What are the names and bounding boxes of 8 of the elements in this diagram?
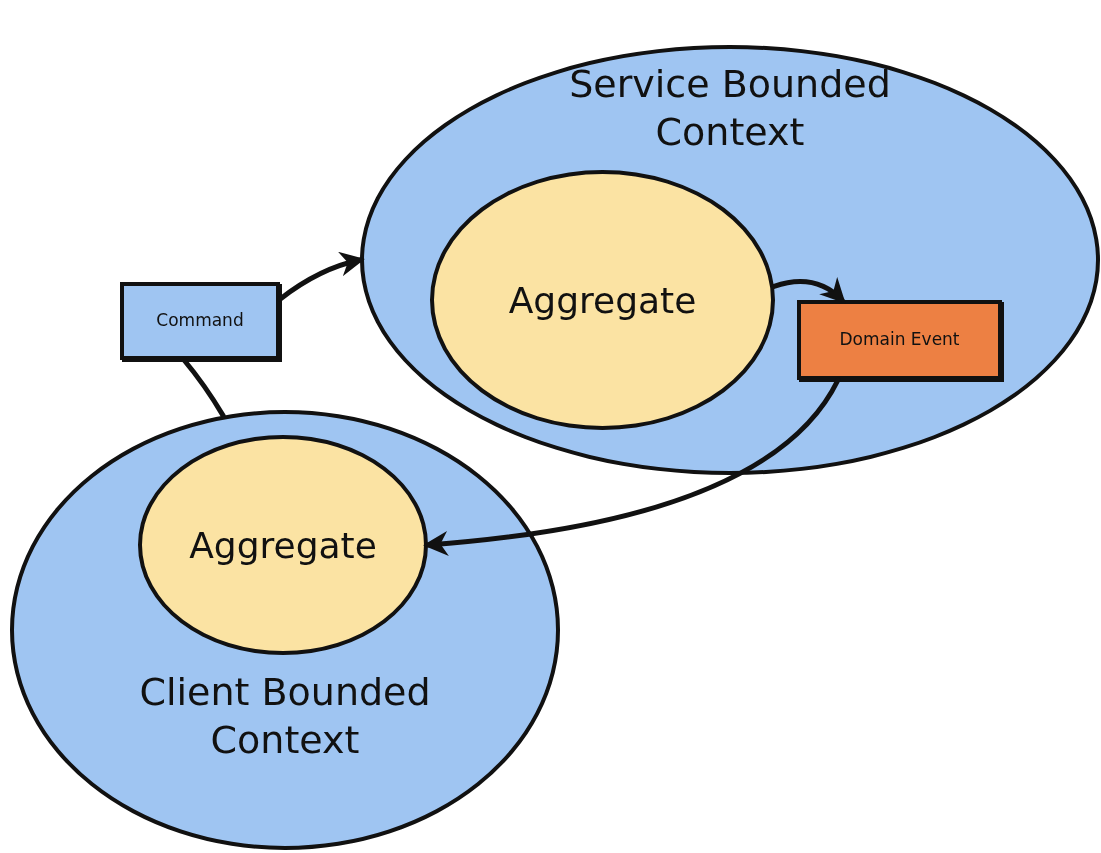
domain-event-box <box>797 300 1002 380</box>
aggregate-label: Aggregate <box>189 523 377 568</box>
command-label: Command <box>156 310 244 332</box>
aggregate-label: Aggregate <box>508 278 697 323</box>
context-title: Client Bounded Context <box>138 669 432 764</box>
command-box <box>120 282 280 360</box>
context-title: Service Bounded Context <box>568 61 892 156</box>
domain-event-label: Domain Event <box>839 329 960 351</box>
